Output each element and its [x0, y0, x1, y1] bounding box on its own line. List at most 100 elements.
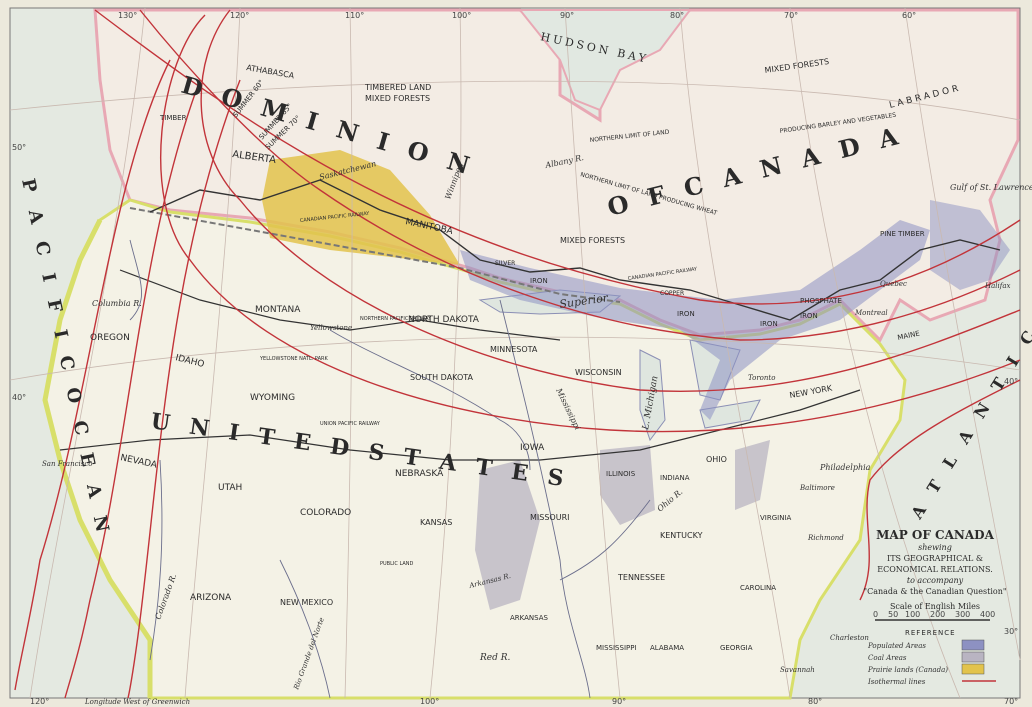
isotherm-7	[127, 79, 241, 699]
lake-erie	[699, 399, 761, 429]
tick-top-60: 60°	[902, 11, 916, 20]
label-gulf-st-lawrence: Gulf of St. Lawrence	[950, 183, 1032, 192]
label-phosphate: PHOSPHATE	[800, 297, 842, 305]
label-carolina: CAROLINA	[740, 584, 776, 592]
legend-label-populated: Populated Areas	[867, 642, 926, 650]
label-new-mexico: NEW MEXICO	[280, 598, 333, 607]
isotherm-2	[139, 9, 1021, 341]
label-mixed-forests-mid: MIXED FORESTS	[560, 236, 625, 245]
legend-swatch-coal	[961, 651, 985, 663]
label-colorado: COLORADO	[300, 508, 351, 518]
label-wisconsin: WISCONSIN	[575, 368, 622, 377]
label-iron-3: IRON	[760, 320, 778, 328]
label-montreal: Montreal	[854, 309, 888, 317]
label-mixed-forests-n: MIXED FORESTS	[365, 94, 430, 103]
tick-top-90: 90°	[560, 11, 574, 20]
label-kansas: KANSAS	[420, 518, 452, 527]
graticule	[9, 7, 1021, 699]
isotherm-6	[64, 79, 201, 699]
label-quebec: Quebec	[880, 280, 907, 288]
isotherm-5	[14, 59, 171, 691]
pacific-coast	[42, 218, 153, 698]
tick-top-80: 80°	[670, 11, 684, 20]
hudson-bay	[517, 9, 692, 112]
label-wyoming: WYOMING	[250, 393, 295, 403]
tick-top-130: 130°	[118, 11, 137, 20]
label-alabama: ALABAMA	[650, 644, 684, 652]
legend-swatch-prairie	[961, 663, 985, 675]
label-montana: MONTANA	[255, 305, 301, 315]
scale-tick-50: 50	[888, 610, 898, 619]
tick-bottom-100: 100°	[420, 697, 439, 706]
label-philadelphia: Philadelphia	[819, 463, 871, 472]
isotherm-4	[159, 14, 1021, 433]
tick-left-50: 50°	[12, 143, 26, 152]
isothermal-lines	[14, 9, 1021, 699]
label-timber: TIMBER	[159, 114, 187, 122]
label-union-pacific: UNION PACIFIC RAILWAY	[320, 421, 381, 427]
label-iowa: IOWA	[520, 443, 545, 453]
lake-michigan	[639, 349, 666, 442]
tick-left-40: 40°	[12, 393, 26, 402]
tick-bottom-caption: Longitude West of Greenwich	[84, 698, 190, 706]
label-oregon: OREGON	[90, 333, 130, 343]
tick-bottom-120: 120°	[30, 697, 49, 706]
legend-label-coal: Coal Areas	[868, 654, 907, 662]
label-silver: SILVER	[495, 260, 515, 267]
label-northern-pacific: NORTHERN PACIFIC RAILWAY	[360, 316, 432, 322]
title-block: MAP OF CANADA shewing ITS GEOGRAPHICAL &…	[863, 528, 1007, 621]
label-yellowstone: Yellowstone	[310, 324, 352, 332]
label-north-dakota: NORTH DAKOTA	[408, 315, 480, 325]
tick-right-30: 30°	[1004, 627, 1018, 636]
tick-top-100: 100°	[452, 11, 471, 20]
scale-title: Scale of English Miles	[890, 602, 980, 611]
us-canada-border	[129, 207, 621, 303]
title-line-2: ITS GEOGRAPHICAL &	[887, 554, 983, 563]
label-baltimore: Baltimore	[799, 484, 835, 492]
coal-area-missouri	[475, 460, 540, 610]
label-charleston: Charleston	[830, 634, 869, 642]
scale-tick-200: 200	[930, 610, 945, 619]
label-iron-1: IRON	[530, 277, 548, 285]
scale-tick-400: 400	[980, 610, 995, 619]
label-illinois: ILLINOIS	[606, 470, 636, 478]
prairie-lands	[262, 150, 460, 265]
label-savannah: Savannah	[780, 666, 815, 674]
legend: REFERENCE Populated Areas Coal Areas Pra…	[867, 629, 996, 686]
label-mississippi: MISSISSIPPI	[596, 644, 637, 652]
populated-area-st-lawrence	[460, 220, 930, 420]
label-timbered-land: TIMBERED LAND	[364, 83, 431, 92]
tick-top-70: 70°	[784, 11, 798, 20]
label-san-francisco: San Francisco	[42, 460, 92, 468]
label-kentucky: KENTUCKY	[660, 531, 703, 540]
tick-bottom-70: 70°	[1004, 697, 1018, 706]
label-toronto: Toronto	[748, 374, 775, 382]
title-line-3: ECONOMICAL RELATIONS.	[877, 565, 993, 574]
legend-title: REFERENCE	[905, 629, 956, 637]
populated-area-maritimes	[930, 200, 1010, 290]
label-ohio: OHIO	[706, 455, 727, 464]
label-iron-2: IRON	[677, 310, 695, 318]
label-nebraska: NEBRASKA	[395, 469, 444, 479]
scale-tick-100: 100	[905, 610, 920, 619]
title-line-1: shewing	[918, 543, 952, 552]
union-pacific-railway	[59, 389, 861, 461]
label-yellowstone-park: YELLOWSTONE NATL. PARK	[259, 356, 329, 362]
label-tennessee: TENNESSEE	[617, 573, 665, 582]
scale-tick-0: 0	[873, 610, 878, 619]
label-indiana: INDIANA	[660, 474, 690, 482]
label-public-land: PUBLIC LAND	[380, 561, 414, 567]
northern-pacific-railway	[119, 269, 561, 341]
label-arizona: ARIZONA	[190, 593, 232, 603]
label-utah: UTAH	[218, 483, 242, 493]
tick-right-40: 40°	[1004, 377, 1018, 386]
title-line-4: to accompany	[907, 576, 964, 585]
isotherm-3	[200, 9, 1021, 392]
label-missouri: MISSOURI	[530, 513, 570, 522]
tick-bottom-80: 80°	[808, 697, 822, 706]
label-richmond: Richmond	[807, 534, 844, 542]
map-title: MAP OF CANADA	[876, 528, 994, 542]
title-line-5: "Canada & the Canadian Question"	[863, 587, 1006, 596]
label-columbia-r: Columbia R.	[92, 299, 142, 308]
